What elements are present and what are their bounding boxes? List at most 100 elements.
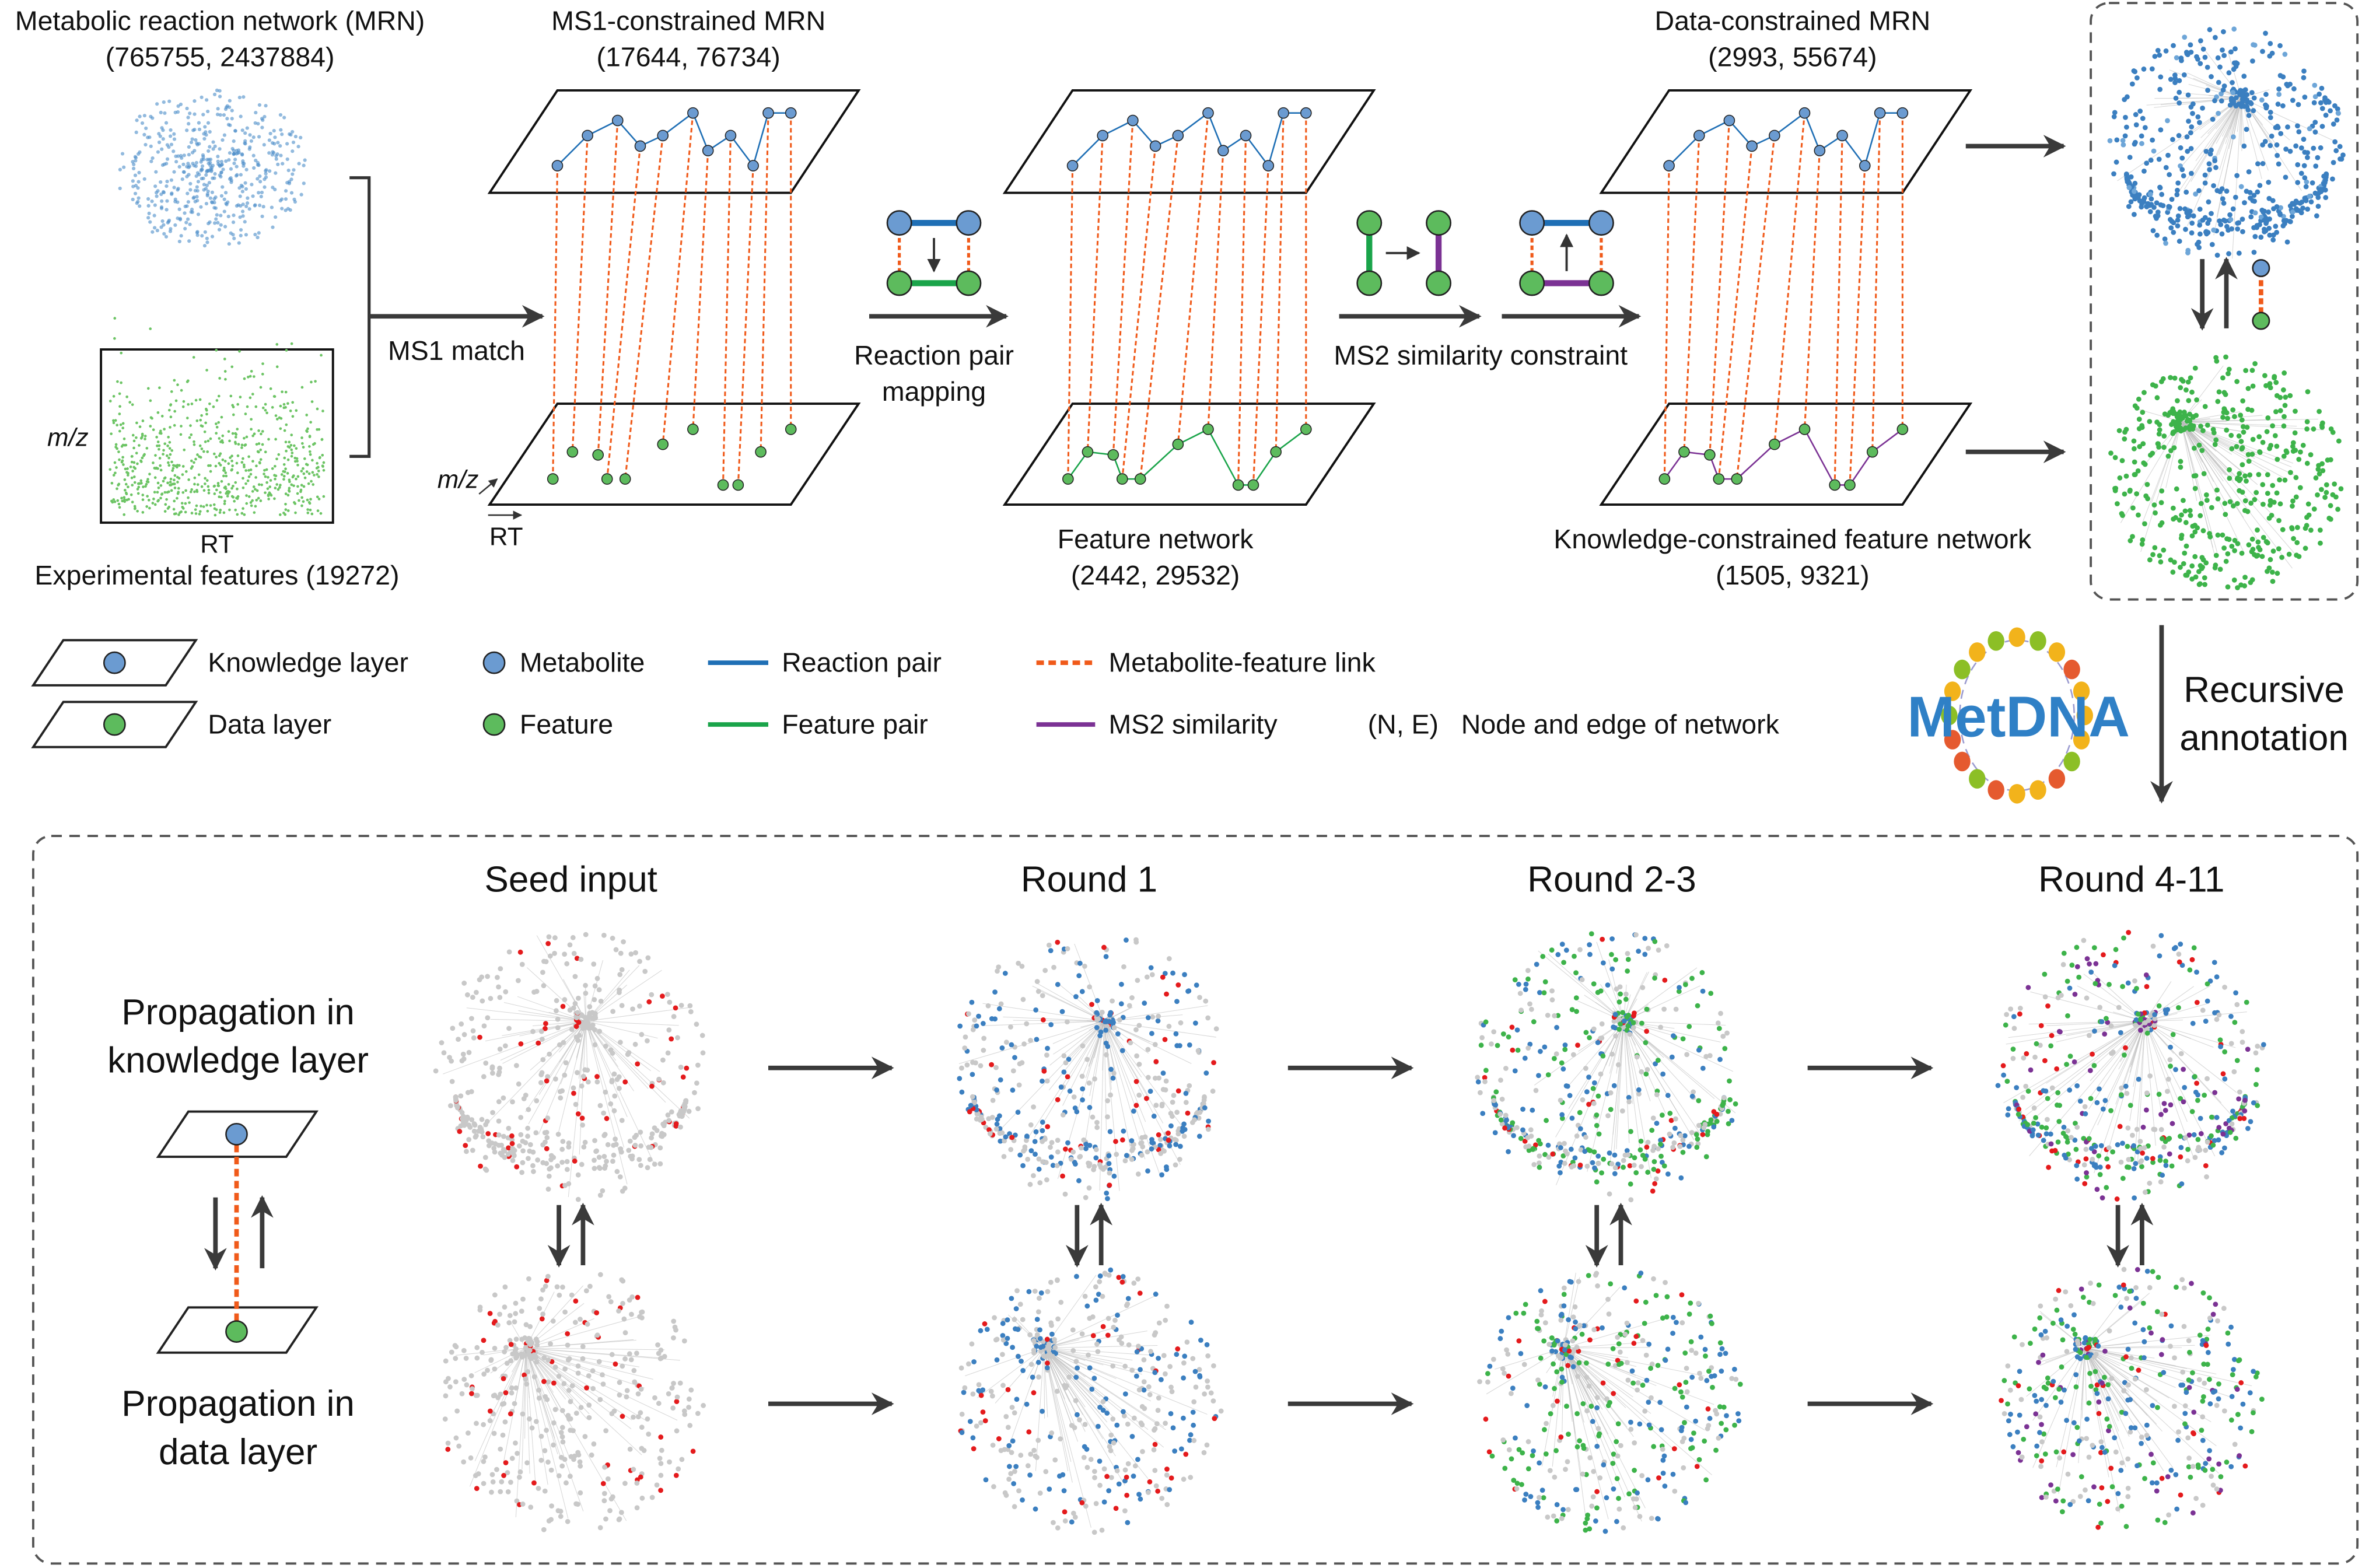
- feature-point: [223, 358, 226, 360]
- network-node: [1192, 1368, 1198, 1374]
- feature-point: [155, 467, 158, 470]
- network-node: [496, 1099, 502, 1104]
- network-node: [459, 1391, 465, 1396]
- network-node: [541, 1527, 547, 1532]
- network-node: [1645, 1139, 1651, 1145]
- feature-point: [238, 349, 241, 353]
- network-node: [573, 1298, 579, 1304]
- network-node: [1035, 1309, 1041, 1315]
- network-node: [1003, 1134, 1009, 1140]
- network-node: [2207, 27, 2213, 33]
- network-node: [461, 1377, 467, 1382]
- network-node: [575, 1363, 581, 1369]
- network-node: [491, 1430, 497, 1436]
- knowledge-layer-plane: [487, 89, 861, 194]
- mrn-node: [153, 184, 158, 188]
- mrn-node: [282, 116, 286, 120]
- network-node: [568, 1474, 573, 1479]
- network-node: [1511, 1133, 1516, 1139]
- network-node: [2283, 174, 2288, 180]
- network-node: [974, 1423, 979, 1429]
- network-node: [2202, 180, 2208, 186]
- network-node: [1504, 1117, 1509, 1123]
- network-node: [678, 1124, 683, 1130]
- mrn-node: [239, 228, 243, 232]
- network-node: [510, 1157, 516, 1163]
- network-edge: [1044, 1348, 1116, 1457]
- feature-point: [168, 440, 172, 444]
- network-node: [607, 1508, 613, 1514]
- network-node: [665, 1112, 671, 1118]
- feature-point: [188, 501, 191, 504]
- network-node: [2223, 391, 2228, 397]
- mrn-node: [167, 99, 172, 103]
- network-node: [1012, 1504, 1017, 1510]
- feature-point: [295, 409, 298, 412]
- feature-point: [306, 430, 309, 433]
- network-node: [1002, 1447, 1007, 1452]
- mrn-node: [228, 105, 232, 109]
- feature-point: [156, 444, 159, 447]
- network-node: [1136, 1023, 1142, 1028]
- network-node: [2201, 471, 2207, 477]
- network-node: [959, 1430, 965, 1436]
- network-node: [1145, 1074, 1151, 1080]
- feature-point: [288, 446, 291, 449]
- network-node: [1092, 1475, 1097, 1480]
- network-node: [2197, 231, 2203, 237]
- network-node: [2158, 127, 2164, 133]
- network-node: [1205, 1378, 1210, 1384]
- network-node: [2112, 110, 2118, 116]
- network-node: [1157, 1143, 1163, 1149]
- feature-point: [247, 475, 251, 478]
- feature-point: [247, 455, 250, 459]
- feature-point: [213, 452, 216, 456]
- network-node: [1012, 1317, 1017, 1322]
- network-node: [478, 1163, 483, 1169]
- feature-point: [244, 412, 247, 415]
- network-node: [1037, 1336, 1043, 1342]
- network-node: [1149, 1031, 1154, 1037]
- network-node: [2263, 92, 2269, 97]
- mrn-node: [194, 174, 198, 178]
- network-node: [1202, 1105, 1208, 1111]
- feature-point: [185, 470, 188, 473]
- network-node: [2335, 506, 2340, 512]
- network-node: [1000, 1333, 1006, 1338]
- feature-node: [619, 473, 631, 485]
- network-node: [555, 1508, 561, 1514]
- network-node: [1084, 1447, 1090, 1452]
- network-node: [1633, 1170, 1639, 1175]
- feature-point: [255, 499, 258, 502]
- network-node: [508, 1479, 513, 1485]
- feature-point: [172, 467, 175, 470]
- feature-point: [206, 450, 209, 453]
- network-node: [620, 1301, 625, 1306]
- network-node: [1101, 944, 1107, 950]
- network-node: [1621, 1164, 1626, 1170]
- network-node: [2209, 211, 2214, 216]
- network-node: [648, 1144, 654, 1150]
- network-node: [1107, 1182, 1112, 1188]
- network-node: [628, 951, 634, 957]
- mrn-node: [165, 208, 169, 212]
- feature-point: [144, 438, 146, 440]
- mrn-node: [212, 201, 216, 205]
- network-node: [2267, 381, 2273, 386]
- network-node: [2280, 74, 2286, 80]
- feature-point: [271, 406, 274, 409]
- network-edge: [488, 1348, 526, 1421]
- network-node: [545, 941, 551, 946]
- network-node: [1043, 1160, 1049, 1166]
- network-node: [2157, 553, 2162, 558]
- network-node: [470, 1386, 475, 1392]
- network-edge: [1548, 953, 1624, 1022]
- network-node: [2136, 416, 2142, 422]
- network-node: [974, 1116, 979, 1122]
- network-node: [2232, 538, 2238, 543]
- network-node: [1213, 1026, 1219, 1032]
- network-node: [996, 964, 1002, 970]
- network-node: [2318, 187, 2323, 192]
- mrn-node: [240, 209, 245, 214]
